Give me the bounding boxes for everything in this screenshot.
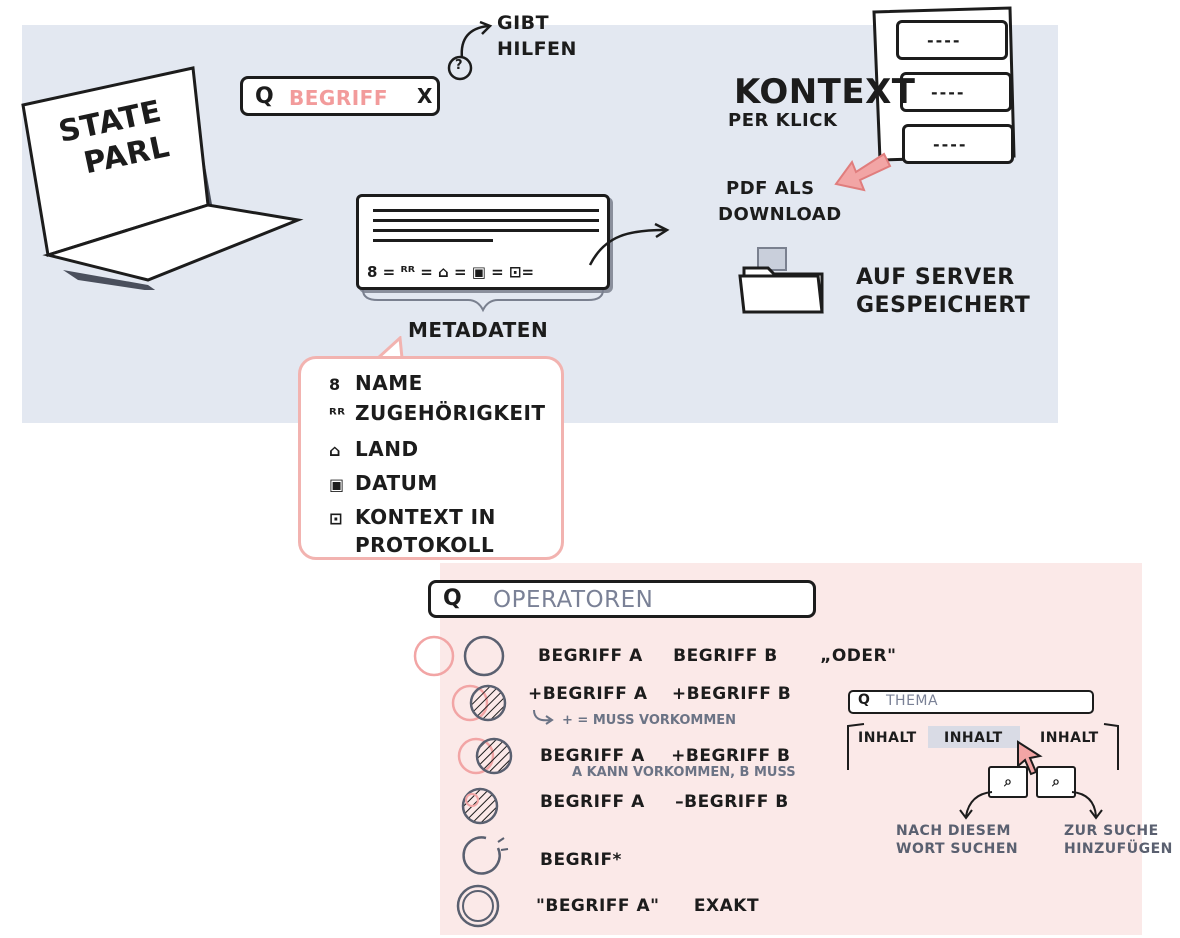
- thema-tag[interactable]: INHALT: [1040, 730, 1099, 746]
- laptop-illustration: [21, 66, 304, 290]
- operator-note-must: + = MUSS VORKOMMEN: [562, 713, 737, 728]
- search-icon: Q: [443, 586, 462, 611]
- thema-search-placeholder: THEMA: [886, 693, 939, 709]
- operator-row-or: BEGRIFF A BEGRIFF B „ODER": [538, 646, 897, 666]
- thema-frame: [847, 723, 1119, 770]
- calendar-icon: ▣: [329, 475, 345, 494]
- legend-item: ▣DATUM: [329, 471, 438, 495]
- person-icon: 8: [329, 375, 341, 394]
- cursor-icon: [1017, 740, 1043, 776]
- folder-icon: [738, 247, 824, 314]
- operator-search-input[interactable]: Q OPERATOREN: [428, 580, 816, 618]
- help-arrow: [447, 20, 493, 81]
- action-search-word-label: NACH DIESEM WORT SUCHEN: [896, 823, 1019, 857]
- search-word-icon[interactable]: ⌕: [988, 766, 1028, 798]
- metadata-brace: [362, 289, 604, 313]
- pdf-download-label[interactable]: PDF ALS DOWNLOAD: [718, 178, 842, 225]
- thema-tag[interactable]: INHALT: [858, 730, 917, 746]
- metadata-icon-row: 8 = ᴿᴿ = ⌂ = ▣ = ⊡=: [367, 263, 535, 281]
- operator-row-wildcard: BEGRIF*: [540, 850, 622, 870]
- operator-row-must: +BEGRIFF A +BEGRIFF B: [528, 684, 792, 704]
- thema-search-input[interactable]: Q THEMA: [848, 690, 1094, 714]
- operator-row-not: BEGRIFF A –BEGRIFF B: [540, 792, 789, 812]
- building-icon: ⌂: [329, 441, 341, 460]
- context-subtitle: PER KLICK: [728, 110, 838, 131]
- help-text: GIBT HILFEN: [497, 12, 577, 60]
- operator-search-placeholder: OPERATOREN: [493, 587, 654, 613]
- metadata-arrow: [588, 222, 670, 266]
- help-icon[interactable]: ?: [455, 58, 463, 73]
- search-icon: Q: [255, 84, 274, 109]
- result-card[interactable]: 8 = ᴿᴿ = ⌂ = ▣ = ⊡=: [356, 194, 610, 290]
- search-placeholder: BEGRIFF: [289, 86, 388, 110]
- pdf-arrow: [834, 152, 892, 192]
- action-arrows: [959, 791, 1103, 820]
- context-icon: ⊡: [329, 509, 343, 528]
- context-bubble[interactable]: ----: [900, 72, 1012, 112]
- legend-item: ⌂LAND: [329, 437, 419, 461]
- legend-item-continued: PROTOKOLL: [355, 533, 495, 557]
- legend-item: ⊡KONTEXT IN: [329, 505, 496, 529]
- group-icon: ᴿᴿ: [329, 405, 346, 424]
- context-title: KONTEXT: [734, 72, 916, 112]
- operator-note-may: A KANN VORKOMMEN, B MUSS: [572, 765, 796, 780]
- context-bubble[interactable]: ----: [902, 124, 1014, 164]
- action-add-label: ZUR SUCHE HINZUFÜGEN: [1064, 823, 1173, 857]
- operator-row-may: BEGRIFF A +BEGRIFF B: [540, 746, 791, 766]
- operator-row-exact: "BEGRIFF A" EXAKT: [536, 896, 760, 916]
- search-icon: Q: [858, 692, 870, 708]
- search-input[interactable]: Q BEGRIFF X: [240, 76, 440, 116]
- thema-tag-selected[interactable]: INHALT: [928, 726, 1020, 748]
- note-arrow: [533, 709, 554, 725]
- context-bubble[interactable]: ----: [896, 20, 1008, 60]
- server-label: AUF SERVER GESPEICHERT: [856, 265, 1031, 318]
- add-to-search-icon[interactable]: ⌕: [1036, 766, 1076, 798]
- clear-button[interactable]: X: [417, 84, 433, 108]
- metadata-label: METADATEN: [408, 318, 549, 342]
- operator-icons: [413, 635, 513, 928]
